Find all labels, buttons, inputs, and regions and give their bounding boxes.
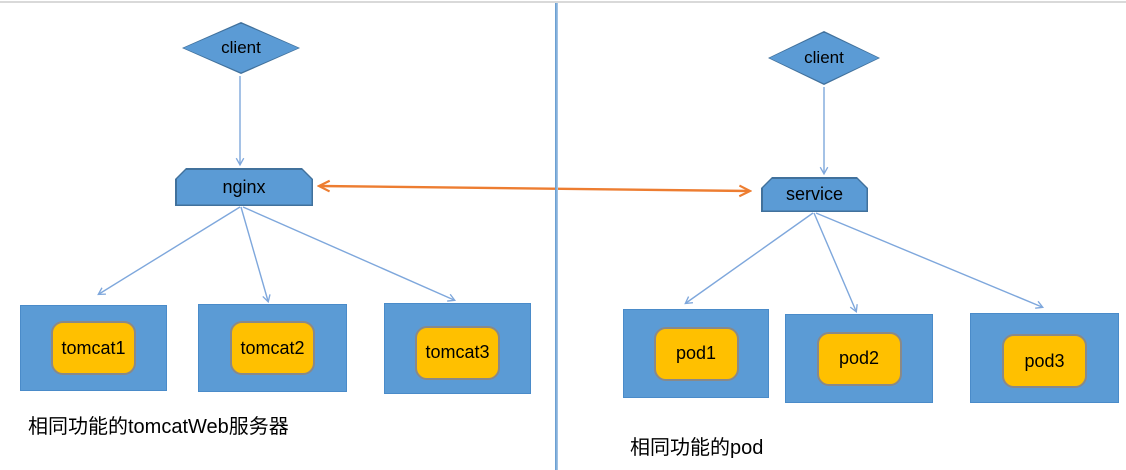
tomcat3-box: tomcat3 bbox=[384, 303, 531, 394]
tomcat1-box: tomcat1 bbox=[20, 305, 167, 391]
right-section-caption: 相同功能的pod bbox=[630, 437, 764, 459]
tomcat2-box: tomcat2 bbox=[198, 304, 347, 392]
nginx-to-tomcat1-arrow bbox=[97, 206, 241, 296]
nginx-label: nginx bbox=[222, 176, 266, 197]
nginx-to-tomcat3-arrow bbox=[242, 206, 457, 302]
service-node: service bbox=[761, 177, 868, 212]
left-client-node: client bbox=[182, 22, 300, 74]
nginx-service-compare-arrow bbox=[320, 186, 749, 191]
tomcat3-label: tomcat3 bbox=[425, 342, 490, 362]
pod2-box: pod2 bbox=[785, 314, 933, 403]
pod3-pill: pod3 bbox=[1002, 334, 1087, 388]
service-to-pod3-arrow bbox=[815, 212, 1045, 309]
service-to-pod1-arrow bbox=[684, 212, 814, 305]
tomcat2-label: tomcat2 bbox=[240, 337, 305, 358]
tomcat2-pill: tomcat2 bbox=[230, 321, 315, 375]
pod1-pill: pod1 bbox=[653, 326, 739, 381]
tomcat1-label: tomcat1 bbox=[61, 337, 126, 358]
service-to-pod2-arrow bbox=[813, 212, 858, 314]
pod3-label: pod3 bbox=[1024, 350, 1065, 371]
tomcat3-pill: tomcat3 bbox=[415, 325, 500, 380]
section-divider-line bbox=[555, 3, 558, 470]
pod2-pill: pod2 bbox=[816, 331, 902, 386]
pod1-label: pod1 bbox=[675, 343, 717, 363]
left-client-label: client bbox=[221, 38, 261, 57]
nginx-node: nginx bbox=[175, 168, 313, 206]
pod3-box: pod3 bbox=[970, 313, 1119, 403]
right-client-node: client bbox=[768, 31, 880, 85]
plaque-fill bbox=[763, 179, 867, 211]
pod2-label: pod2 bbox=[838, 348, 880, 368]
plaque-fill bbox=[177, 170, 312, 205]
right-client-label: client bbox=[804, 48, 844, 67]
left-section-caption: 相同功能的tomcatWeb服务器 bbox=[28, 416, 289, 438]
top-border-line bbox=[0, 1, 1126, 3]
nginx-to-tomcat2-arrow bbox=[240, 206, 271, 304]
tomcat1-pill: tomcat1 bbox=[51, 321, 136, 375]
pod1-box: pod1 bbox=[623, 309, 769, 398]
service-label: service bbox=[785, 184, 843, 204]
